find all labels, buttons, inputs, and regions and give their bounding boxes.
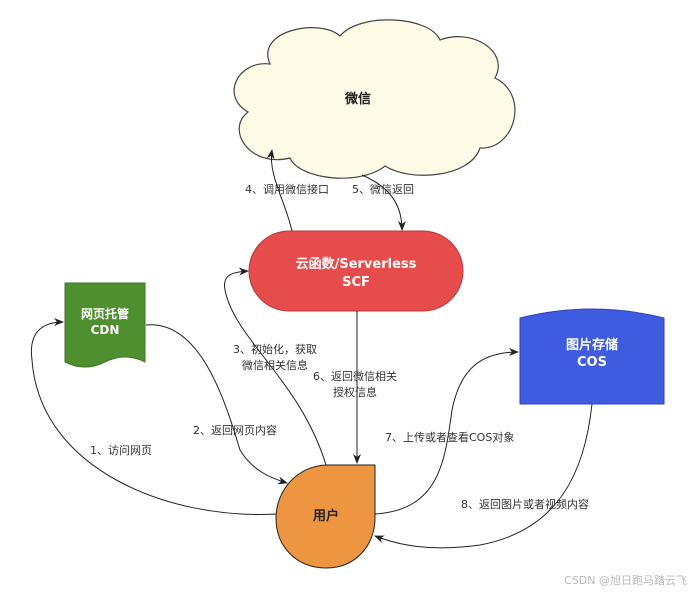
edge-8-label: 8、返回图片或者视频内容 (461, 497, 589, 511)
edge-8-return-media (374, 403, 593, 549)
scf-label-line2: SCF (342, 275, 370, 290)
user-label: 用户 (312, 508, 339, 524)
edge-labels: 1、访问网页 2、返回网页内容 3、初始化，获取 微信相关信息 4、调用微信接口… (90, 182, 589, 511)
edge-5-label: 5、微信返回 (352, 182, 414, 196)
edge-2-return-page (145, 324, 288, 485)
edge-5-wechat-return (361, 174, 406, 231)
cos-label-line1: 图片存储 (566, 337, 618, 353)
cos-label-line2: COS (577, 355, 607, 370)
wechat-cloud-shape (233, 19, 516, 179)
watermark: CSDN @旭日跑马踏云飞 (564, 573, 687, 587)
cdn-node: 网页托管 CDN (64, 282, 146, 368)
edge-2-label: 2、返回网页内容 (193, 423, 277, 437)
edge-6-label-line2: 授权信息 (333, 385, 377, 399)
edge-3-label-line1: 3、初始化，获取 (233, 342, 317, 356)
cos-shape (519, 308, 665, 405)
edges (30, 149, 593, 549)
edge-3-init (223, 267, 327, 466)
cos-node: 图片存储 COS (519, 308, 665, 405)
scf-node: 云函数/Serverless SCF (248, 230, 464, 312)
scf-label-line1: 云函数/Serverless (296, 256, 417, 272)
cdn-label-line1: 网页托管 (81, 306, 129, 321)
edge-6-label-line1: 6、返回微信相关 (313, 369, 397, 383)
cdn-shape (64, 282, 146, 368)
edge-7-upload-cos (374, 348, 519, 515)
edge-1-visit-page (30, 318, 277, 515)
edge-3-label-line2: 微信相关信息 (242, 358, 308, 372)
user-node: 用户 (275, 464, 376, 569)
wechat-label: 微信 (344, 91, 371, 107)
edge-4-call-wechat (266, 149, 293, 232)
cdn-label-line2: CDN (91, 323, 120, 337)
scf-shape (248, 230, 464, 312)
user-shape (275, 464, 376, 569)
edge-7-label: 7、上传或者查看COS对象 (385, 430, 514, 444)
edge-1-label: 1、访问网页 (90, 444, 152, 457)
wechat-node: 微信 (233, 19, 516, 179)
edge-4-label: 4、调用微信接口 (245, 182, 329, 196)
